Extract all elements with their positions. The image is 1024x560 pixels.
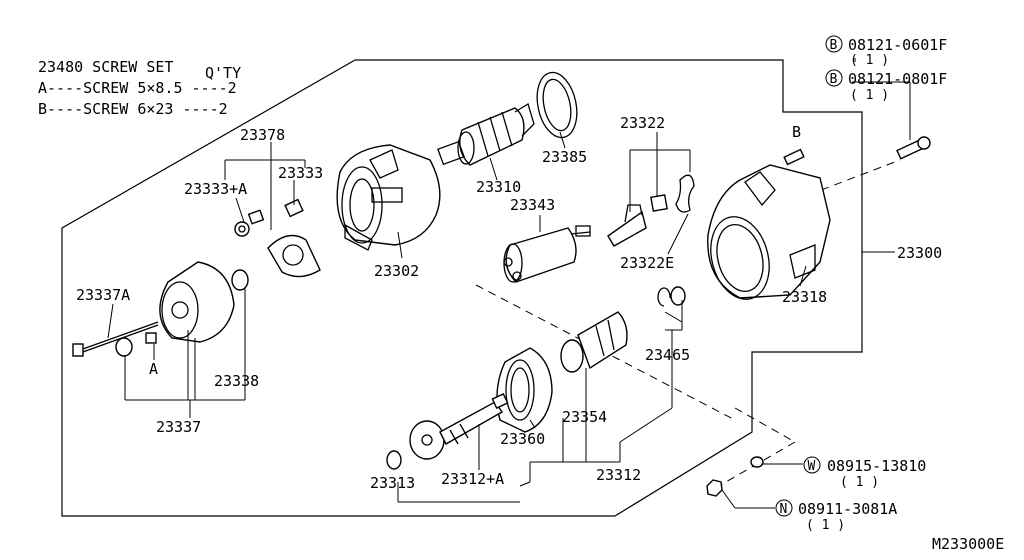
fastener-n-qty: ( 1 ) <box>806 518 845 533</box>
code-w: W <box>808 459 816 474</box>
label-23378: 23378 <box>240 126 285 144</box>
code-b2: B <box>830 72 838 87</box>
leader-lines <box>107 58 911 509</box>
label-23322: 23322 <box>620 114 665 132</box>
label-23333: 23333 <box>278 164 323 182</box>
assembly-boundary <box>61 59 863 517</box>
part-23360-clutch-drawing <box>496 347 553 433</box>
screw-set-legend: 23480 SCREW SET Q'TY A----SCREW 5×8.5 --… <box>38 58 241 118</box>
label-23322e: 23322E <box>620 254 674 272</box>
label-23385: 23385 <box>542 148 587 166</box>
part-23343-solenoid-drawing <box>503 225 591 283</box>
part-23300-housing-drawing <box>707 164 831 300</box>
part-23354-pinion-drawing <box>560 311 628 373</box>
label-23360: 23360 <box>500 430 545 448</box>
fastener-w-qty: ( 1 ) <box>840 475 879 490</box>
fastener-b1-qty: ( 1 ) <box>850 53 889 68</box>
code-circle-w <box>803 456 821 474</box>
label-screw-b: B <box>792 123 801 141</box>
code-n: N <box>780 502 788 517</box>
washer-and-nut-drawing <box>706 456 764 497</box>
part-23310-armature-drawing <box>437 103 535 166</box>
fastener-b1-part: 08121-0601F <box>848 36 947 54</box>
part-23313-nut-drawing <box>386 450 402 470</box>
label-23312: 23312 <box>596 466 641 484</box>
qty-header: Q'TY <box>205 64 241 82</box>
label-23465: 23465 <box>645 346 690 364</box>
screw-a-line: A----SCREW 5×8.5 ----2 <box>38 79 237 97</box>
fastener-b2-qty: ( 1 ) <box>850 88 889 103</box>
part-labels: 23378 23333+A 23333 23302 23310 23385 23… <box>76 114 942 492</box>
label-23300: 23300 <box>897 244 942 262</box>
label-23338: 23338 <box>214 372 259 390</box>
label-23333-a: 23333+A <box>184 180 247 198</box>
part-23385-ring-drawing <box>536 71 578 139</box>
label-23354: 23354 <box>562 408 607 426</box>
label-23313: 23313 <box>370 474 415 492</box>
part-23465-c-ring-drawing <box>657 286 686 307</box>
fastener-callouts: B 08121-0601F ( 1 ) B 08121-0801F ( 1 ) … <box>775 35 947 533</box>
label-23343: 23343 <box>510 196 555 214</box>
code-circle-b1 <box>825 35 843 53</box>
screw-set-title: 23480 SCREW SET <box>38 58 173 76</box>
label-23302: 23302 <box>374 262 419 280</box>
fastener-w-part: 08915-13810 <box>827 457 926 475</box>
label-23312-a: 23312+A <box>441 470 504 488</box>
part-23378-brush-drawing <box>234 198 321 278</box>
code-circle-n <box>775 499 793 517</box>
part-23312-shaft-drawing <box>409 393 509 460</box>
code-b1: B <box>830 38 838 53</box>
label-23318: 23318 <box>782 288 827 306</box>
figure-code: M233000E <box>932 535 1004 553</box>
label-23310: 23310 <box>476 178 521 196</box>
label-23337a: 23337A <box>76 286 130 304</box>
screw-b-line: B----SCREW 6×23 ----2 <box>38 100 228 118</box>
part-23302-yoke-drawing <box>336 144 441 251</box>
fastener-b2-part: 08121-0801F <box>848 70 947 88</box>
label-23337: 23337 <box>156 418 201 436</box>
bolt-b-drawing <box>783 136 931 166</box>
fastener-n-part: 08911-3081A <box>798 500 897 518</box>
label-screw-a: A <box>149 360 158 378</box>
part-23322-lever-drawing <box>607 174 695 247</box>
code-circle-b2 <box>825 69 843 87</box>
part-23337-rear-cover-drawing <box>72 261 249 357</box>
